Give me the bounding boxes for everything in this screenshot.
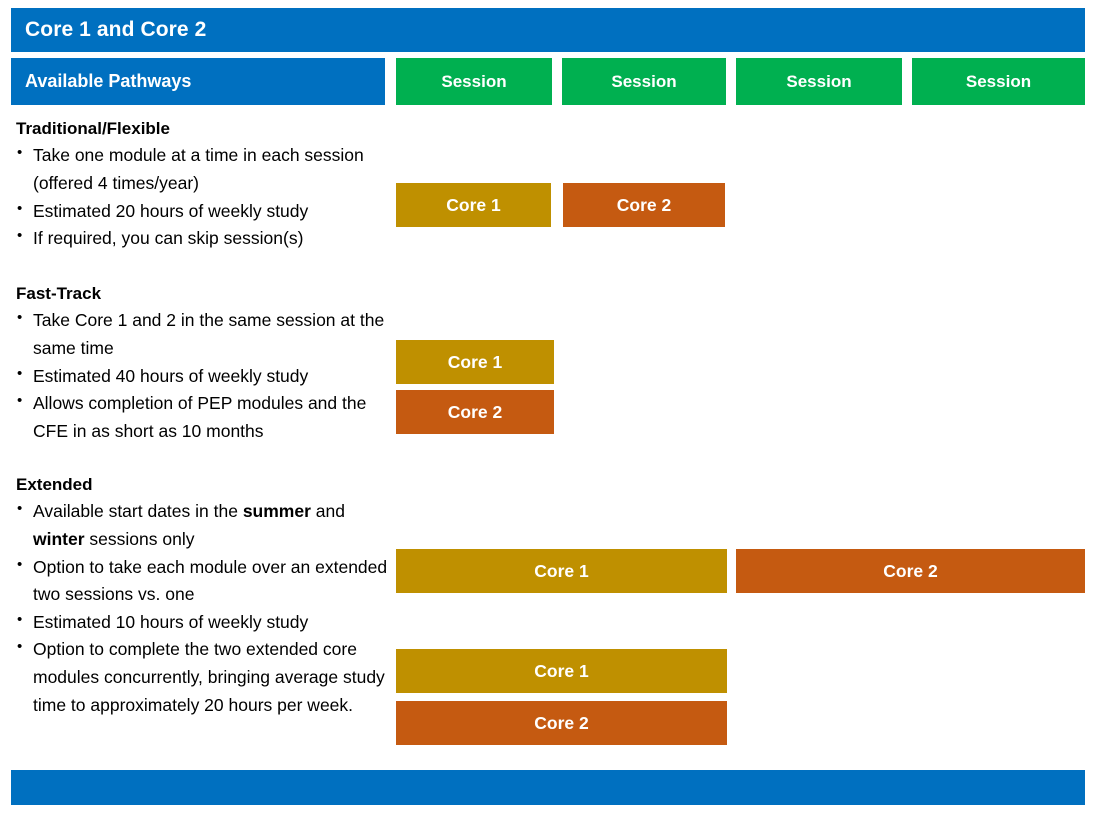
pathway-bullets-extended: Available start dates in the summer and … [16, 497, 388, 719]
pathway-block-fast-track: Fast-Track Take Core 1 and 2 in the same… [16, 283, 388, 445]
list-item: If required, you can skip session(s) [16, 224, 388, 253]
list-item: Take one module at a time in each sessio… [16, 141, 388, 197]
bar-extended-sequential-core-1[interactable]: Core 1 [396, 549, 727, 593]
bar-extended-concurrent-core-1[interactable]: Core 1 [396, 649, 727, 693]
bar-label: Core 2 [883, 560, 938, 581]
header-session-3-label: Session [786, 71, 852, 91]
list-item: Estimated 40 hours of weekly study [16, 362, 388, 391]
bar-extended-sequential-core-2[interactable]: Core 2 [736, 549, 1085, 593]
footer-bar [11, 770, 1085, 805]
bar-fast-track-core-1[interactable]: Core 1 [396, 340, 554, 384]
column-header-row: Available Pathways Session Session Sessi… [11, 58, 1085, 105]
header-session-1: Session [396, 58, 552, 105]
header-session-4: Session [912, 58, 1085, 105]
bar-label: Core 2 [616, 194, 672, 215]
page-title: Core 1 and Core 2 [25, 18, 207, 41]
pathway-block-extended: Extended Available start dates in the su… [16, 474, 388, 719]
list-item: Estimated 10 hours of weekly study [16, 608, 388, 637]
bar-traditional-core-1[interactable]: Core 1 [396, 183, 551, 227]
list-item: Allows completion of PEP modules and the… [16, 389, 388, 445]
list-item: Take Core 1 and 2 in the same session at… [16, 306, 388, 362]
pathway-bullets-traditional: Take one module at a time in each sessio… [16, 141, 388, 253]
title-bar: Core 1 and Core 2 [11, 8, 1085, 52]
pathway-block-traditional: Traditional/Flexible Take one module at … [16, 118, 388, 253]
pathway-title-extended: Extended [16, 475, 93, 494]
bar-extended-concurrent-core-2[interactable]: Core 2 [396, 701, 727, 745]
header-session-2: Session [562, 58, 726, 105]
bar-label: Core 2 [534, 712, 589, 733]
header-session-4-label: Session [965, 71, 1032, 91]
list-item: Option to complete the two extended core… [16, 635, 388, 719]
header-session-3: Session [736, 58, 902, 105]
bar-fast-track-core-2[interactable]: Core 2 [396, 390, 554, 434]
header-available-pathways-label: Available Pathways [25, 71, 192, 91]
header-session-2-label: Session [611, 71, 677, 91]
pathway-title-fast-track: Fast-Track [16, 284, 102, 303]
header-session-1-label: Session [441, 71, 507, 91]
pathway-title-traditional: Traditional/Flexible [16, 119, 170, 138]
list-item: Option to take each module over an exten… [16, 553, 388, 609]
bar-label: Core 2 [447, 401, 503, 422]
bar-traditional-core-2[interactable]: Core 2 [563, 183, 725, 227]
bar-label: Core 1 [447, 351, 503, 372]
bar-label: Core 1 [534, 660, 589, 681]
bar-label: Core 1 [534, 560, 589, 581]
header-available-pathways: Available Pathways [11, 58, 385, 105]
list-item: Available start dates in the summer and … [16, 497, 388, 553]
pathway-bullets-fast-track: Take Core 1 and 2 in the same session at… [16, 306, 388, 445]
list-item: Estimated 20 hours of weekly study [16, 197, 388, 226]
bar-label: Core 1 [446, 194, 501, 215]
